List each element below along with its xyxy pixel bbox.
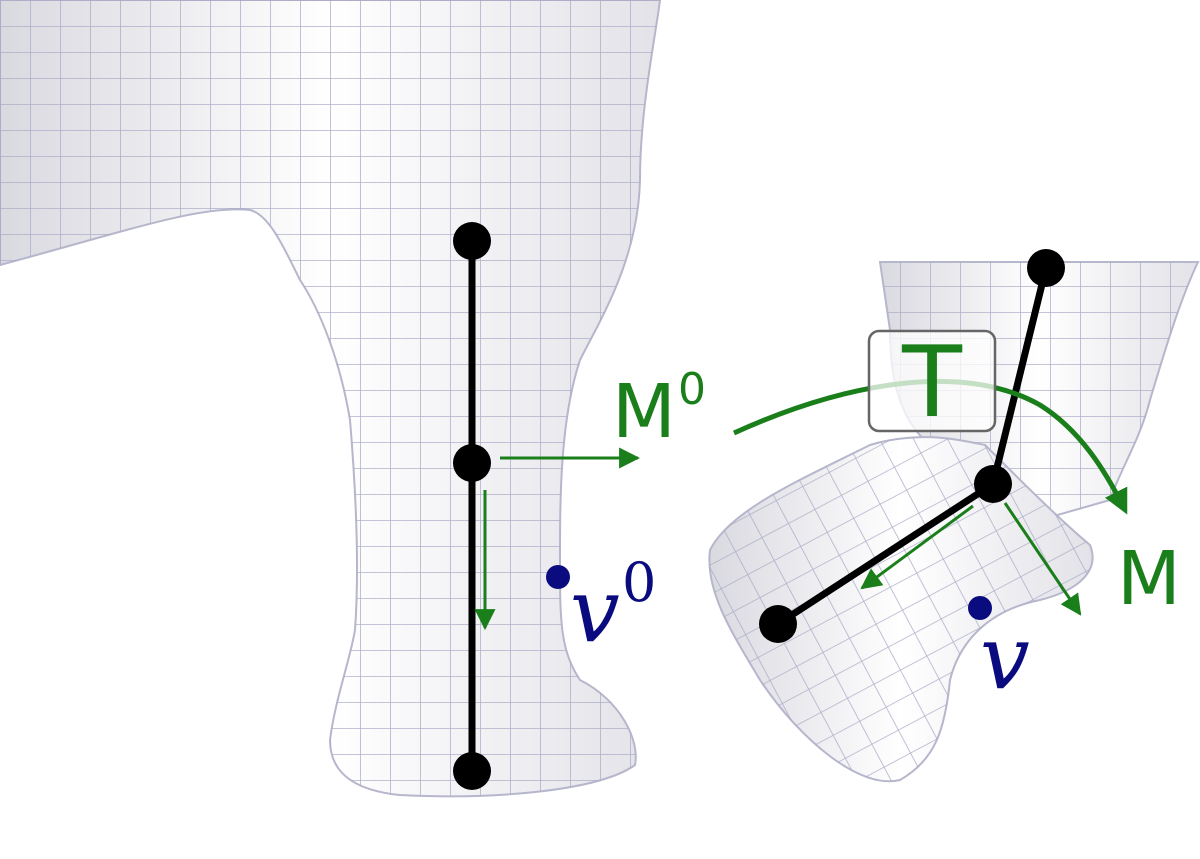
rest-skeleton	[453, 222, 491, 790]
rest-frame-label-sup: 0	[678, 364, 706, 415]
rest-joint-ankle	[453, 752, 491, 790]
rest-vertex-label-main: v	[570, 559, 620, 662]
posed-vertex-label: v	[980, 606, 1030, 709]
transform-box	[867, 329, 997, 433]
posed-upper-leg-wireframe	[880, 262, 1198, 520]
rest-frame-label-main: M	[612, 369, 676, 455]
posed-vertex-point	[968, 596, 992, 620]
rest-pose-mesh	[0, 0, 662, 798]
posed-mesh	[708, 261, 1200, 783]
transform-label-box: T	[867, 326, 997, 440]
posed-frame-y-axis	[1003, 502, 1082, 616]
posed-joint-knee	[974, 465, 1012, 503]
posed-frame-axes	[860, 502, 1082, 616]
posed-joint-hip	[1027, 249, 1065, 287]
posed-joint-ankle	[759, 605, 797, 643]
posed-frame-label: M	[1117, 536, 1181, 622]
transform-arrow	[732, 378, 1128, 515]
posed-bone-lower	[776, 481, 995, 627]
rest-vertex-label-sup: 0	[622, 551, 656, 614]
rest-joint-hip	[453, 222, 491, 260]
rest-vertex-label: v 0	[570, 551, 656, 662]
rest-frame-axes	[474, 447, 641, 631]
rest-vertex-point	[546, 565, 570, 589]
rest-frame-label: M 0	[612, 364, 706, 455]
transform-label: T	[901, 326, 963, 440]
posed-foot-wireframe	[709, 437, 1093, 782]
rest-body-wireframe	[0, 0, 660, 797]
rest-joint-knee	[453, 444, 491, 482]
posed-bone-upper	[989, 267, 1050, 485]
posed-frame-x-axis	[860, 504, 974, 590]
posed-skeleton	[759, 249, 1065, 643]
